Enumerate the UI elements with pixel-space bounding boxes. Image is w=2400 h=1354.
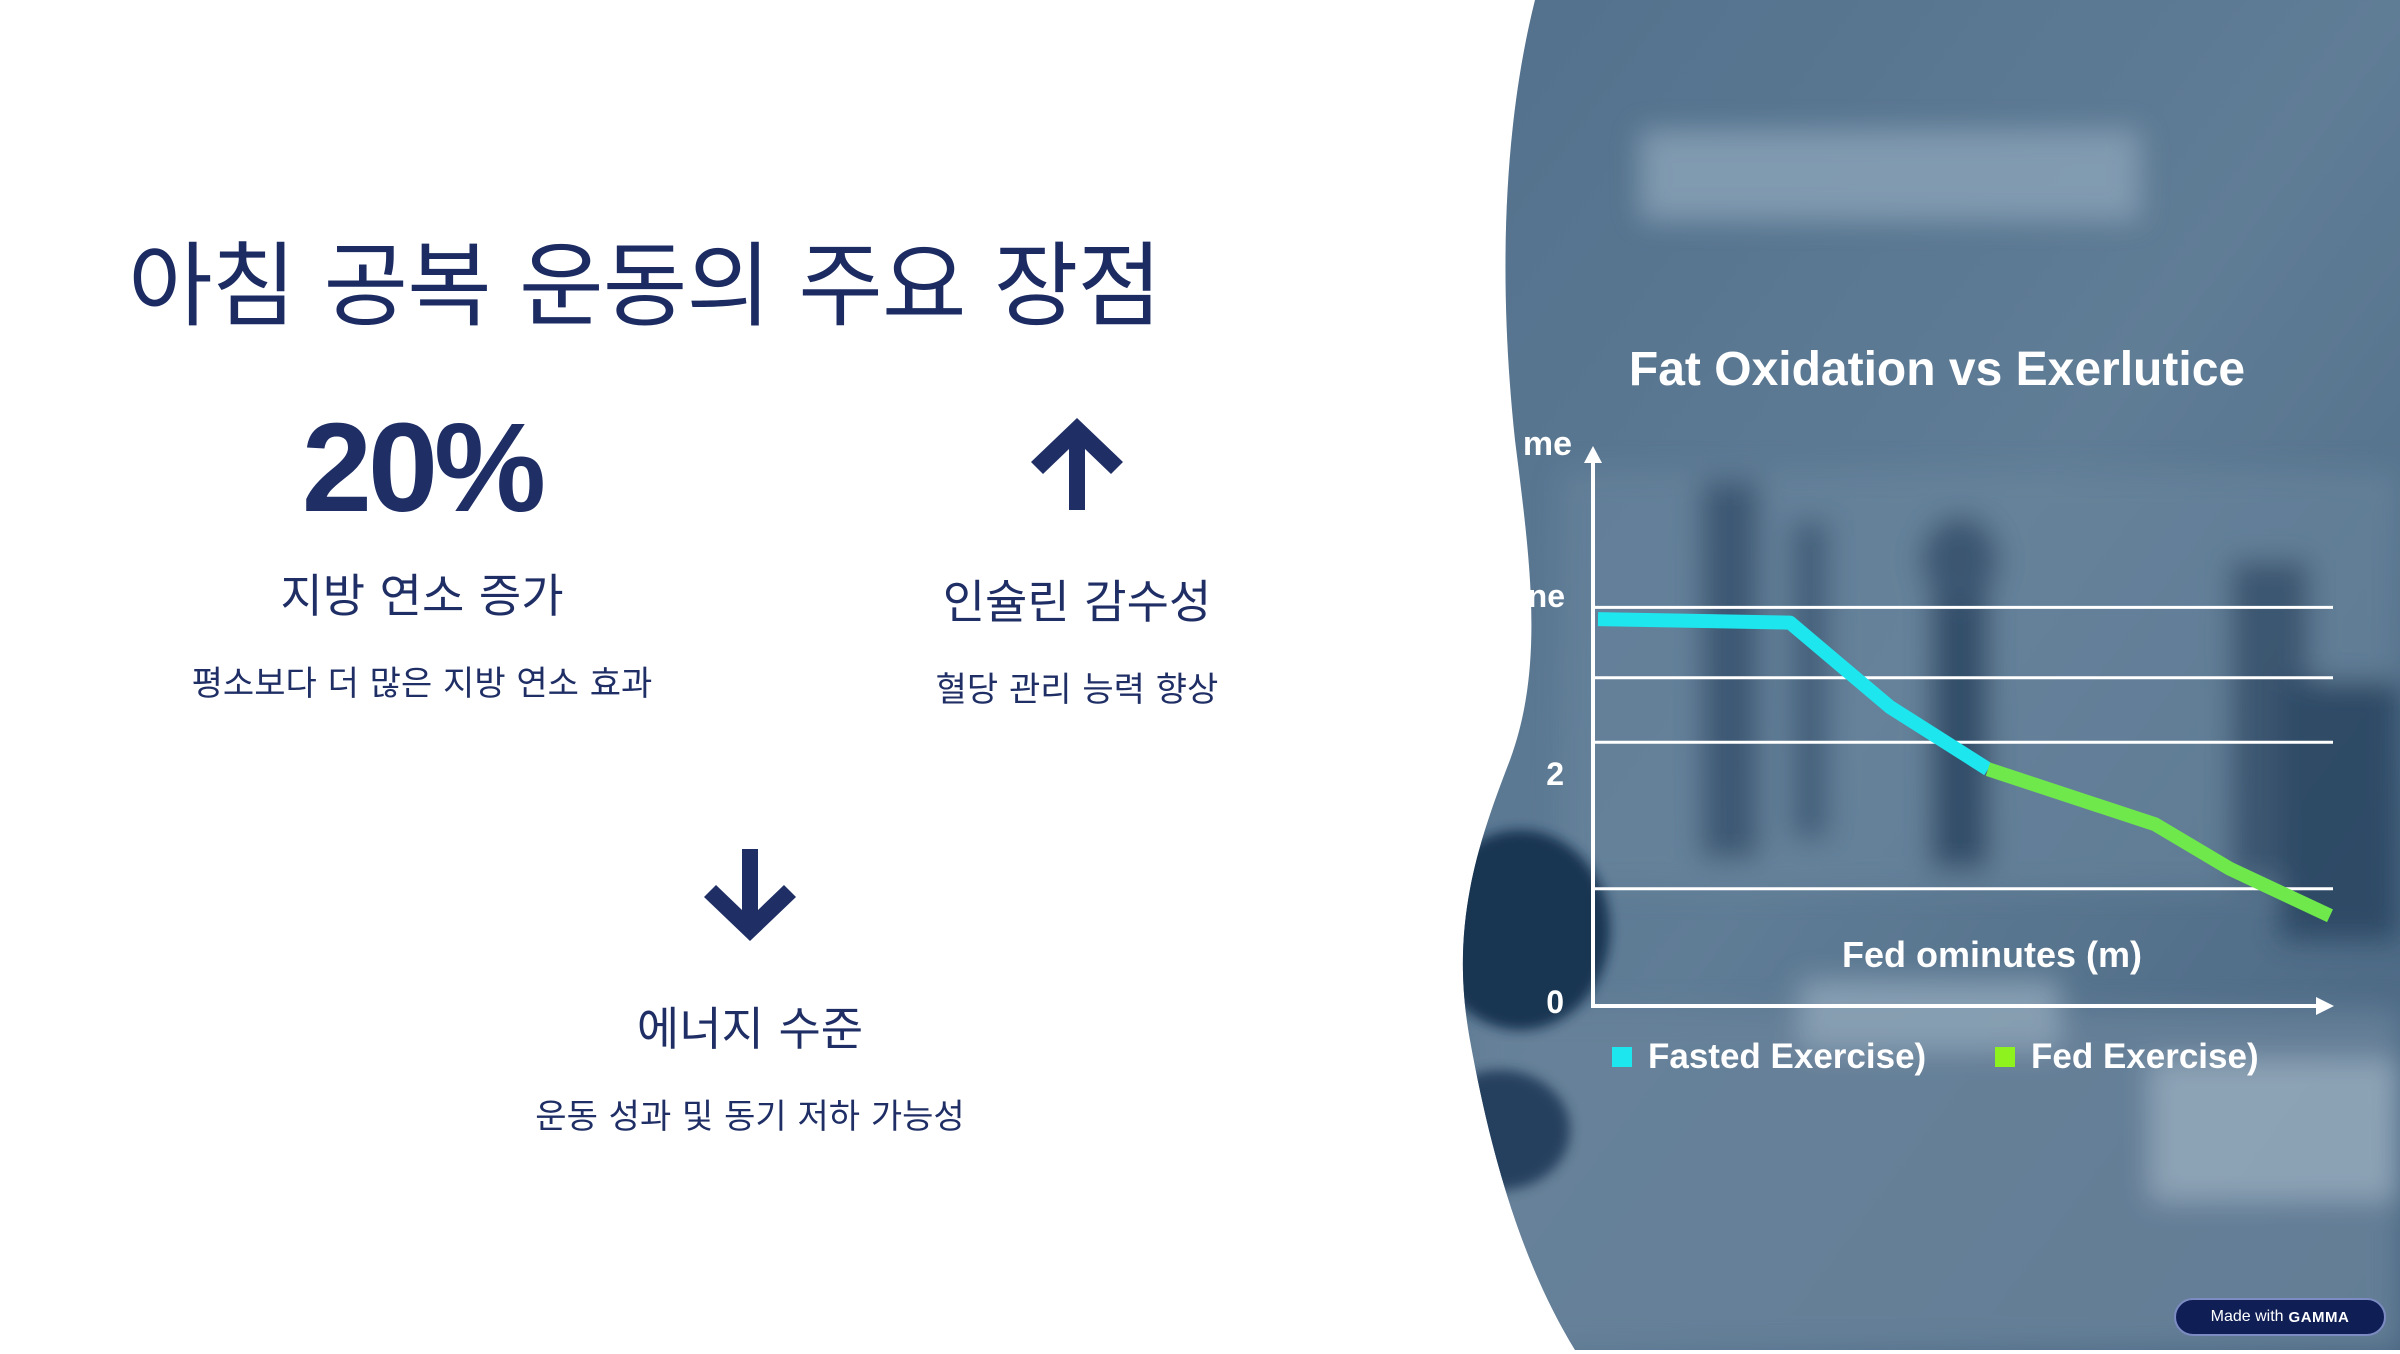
chart-legend: Fasted Exercise) Fed Exercise) [1612, 1037, 2259, 1076]
stat-value: 20% [301, 397, 546, 538]
legend-swatch [1995, 1047, 2015, 1067]
legend-swatch [1612, 1047, 1632, 1067]
chart-overlay: Fat Oxidation vs Exerlutice me ne 02 Fed… [1523, 343, 2334, 1076]
y-tick-labels: 02 [1546, 756, 1564, 1020]
arrow-down-icon [690, 833, 810, 953]
y-axis-label-fragment-2: ne [1528, 578, 1565, 614]
stat-energy: 에너지 수준 운동 성과 및 동기 저하 가능성 [478, 833, 1022, 1138]
chart-grid [1593, 605, 2333, 891]
stat-insulin: 인슐린 감수성 혈당 관리 능력 향상 [805, 406, 1349, 711]
y-axis-arrow-icon [1584, 446, 1602, 463]
y-tick-label: 2 [1546, 756, 1564, 792]
x-axis-label: Fed ominutes (m) [1842, 934, 2142, 975]
series-line-fed [1985, 762, 2333, 923]
page-title: 아침 공복 운동의 주요 장점 [128, 233, 1162, 340]
stat-description: 운동 성과 및 동기 저하 가능성 [535, 1097, 965, 1137]
stat-label: 인슐린 감수성 [942, 575, 1212, 629]
arrow-up-icon [1017, 406, 1137, 526]
stat-label: 지방 연소 증가 [280, 569, 564, 623]
legend-label: Fasted Exercise) [1648, 1037, 1926, 1076]
chart-title: Fat Oxidation vs Exerlutice [1629, 343, 2245, 396]
made-with-gamma-badge[interactable]: Made with GAMMA [2174, 1298, 2386, 1336]
chart-series [1597, 612, 2333, 923]
gamma-logo: GAMMA [2288, 1308, 2350, 1326]
x-axis-arrow-icon [2316, 997, 2334, 1015]
stat-label: 에너지 수준 [636, 1002, 864, 1056]
stat-fat-burn: 20% 지방 연소 증가 평소보다 더 많은 지방 연소 효과 [150, 398, 694, 705]
stat-description: 혈당 관리 능력 향상 [935, 670, 1219, 710]
series-line-fasted [1597, 612, 1992, 776]
y-axis-label-fragment: me [1523, 425, 1572, 463]
y-tick-label: 0 [1546, 984, 1564, 1020]
legend-label: Fed Exercise) [2031, 1037, 2259, 1076]
stat-description: 평소보다 더 많은 지방 연소 효과 [191, 664, 653, 704]
badge-prefix: Made with [2210, 1308, 2284, 1325]
